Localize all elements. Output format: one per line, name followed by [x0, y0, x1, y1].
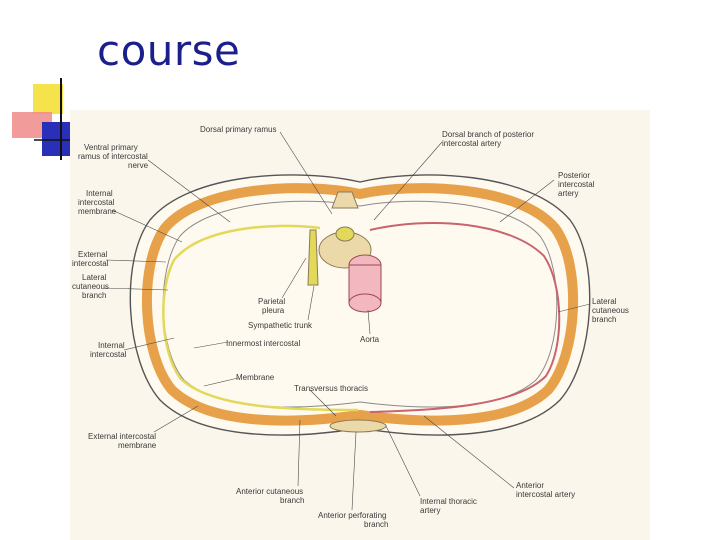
label-internal-thoracic-2: artery	[420, 506, 440, 515]
label-lateral-cut-right-3: branch	[592, 315, 616, 324]
leader-lateral-cut-right	[557, 303, 591, 313]
label-posterior-artery-1: Posterior	[558, 171, 590, 180]
label-anterior-perforating-1: Anterior perforating	[318, 511, 386, 520]
leader-membrane	[203, 377, 239, 387]
spinous-process	[331, 191, 359, 209]
slide-title: course	[97, 26, 241, 75]
thorax-diagram: Dorsal primary ramus Ventral primary ram…	[72, 125, 629, 529]
label-sympathetic-trunk: Sympathetic trunk	[248, 321, 313, 330]
label-ventral-ramus-2: ramus of intercostal	[78, 152, 148, 161]
label-ext-int-membrane-2: membrane	[118, 441, 157, 450]
leader-aorta	[367, 309, 371, 335]
spinal-cord	[335, 226, 355, 242]
leader-lateral-cut-left	[103, 287, 169, 291]
leader-int-int-membrane	[111, 209, 183, 243]
intercostal-muscle-band	[141, 183, 579, 426]
label-aorta: Aorta	[360, 335, 380, 344]
label-anterior-intercostal-1: Anterior	[516, 481, 544, 490]
label-dorsal-primary-ramus: Dorsal primary ramus	[200, 125, 276, 134]
posterior-intercostal-artery-path	[369, 222, 561, 413]
label-lateral-cut-left-2: cutaneous	[72, 282, 109, 291]
label-lateral-cut-right-2: cutaneous	[592, 306, 629, 315]
label-int-membrane-3: membrane	[78, 207, 117, 216]
yellow-square	[33, 84, 63, 114]
label-parietal-pleura-1: Parietal	[258, 297, 285, 306]
leader-internal-intercostal	[123, 337, 175, 351]
sympathetic-trunk-shape	[307, 229, 319, 286]
label-dorsal-branch-1: Dorsal branch of posterior	[442, 130, 534, 139]
decorative-squares	[12, 78, 72, 160]
label-internal-thoracic-1: Internal thoracic	[420, 497, 477, 506]
intercostal-nerve	[162, 224, 359, 412]
leader-external-intercostal	[105, 259, 167, 263]
label-posterior-artery-3: artery	[558, 189, 578, 198]
leader-sympathetic-trunk	[307, 285, 315, 321]
leader-anterior-perforating	[351, 431, 357, 511]
leader-transversus	[309, 389, 337, 417]
label-posterior-artery-2: intercostal	[558, 180, 595, 189]
leader-parietal-pleura	[281, 257, 307, 299]
label-anterior-cutaneous-1: Anterior cutaneous	[236, 487, 303, 496]
label-internal-intercostal-2: intercostal	[90, 350, 127, 359]
blue-square	[42, 122, 70, 156]
label-ventral-ramus-1: Ventral primary	[84, 143, 138, 152]
leader-anterior-intercostal	[423, 415, 515, 489]
label-int-membrane-1: Internal	[86, 189, 113, 198]
label-membrane: Membrane	[236, 373, 275, 382]
label-innermost-intercostal: Innermost intercostal	[226, 339, 300, 348]
inner-pleura-line	[162, 200, 558, 408]
thorax-cross-section-figure: Dorsal primary ramus Ventral primary ram…	[70, 110, 650, 540]
leader-ext-int-membrane	[153, 405, 199, 433]
leader-innermost	[193, 341, 229, 349]
sternum	[329, 419, 387, 433]
label-anterior-perforating-2: branch	[364, 520, 388, 529]
label-int-membrane-2: intercostal	[78, 198, 115, 207]
leader-internal-thoracic	[385, 425, 421, 497]
aorta-bottom	[348, 293, 382, 313]
label-external-intercostal-1: External	[78, 250, 108, 259]
label-ventral-ramus-3: nerve	[128, 161, 149, 170]
label-anterior-intercostal-2: intercostal artery	[516, 490, 575, 499]
leader-dorsal-ramus	[279, 131, 333, 215]
label-lateral-cut-left-3: branch	[82, 291, 106, 300]
leader-anterior-cutaneous	[297, 419, 301, 487]
label-external-intercostal-2: intercostal	[72, 259, 109, 268]
label-anterior-cutaneous-2: branch	[280, 496, 304, 505]
label-ext-int-membrane-1: External intercostal	[88, 432, 156, 441]
label-parietal-pleura-2: pleura	[262, 306, 285, 315]
leader-posterior-artery	[499, 179, 555, 223]
leader-ventral-ramus	[147, 159, 231, 223]
label-dorsal-branch-2: intercostal artery	[442, 139, 501, 148]
label-internal-intercostal-1: Internal	[98, 341, 125, 350]
label-lateral-cut-left-1: Lateral	[82, 273, 107, 282]
label-transversus-thoracis: Transversus thoracis	[294, 384, 368, 393]
label-lateral-cut-right-1: Lateral	[592, 297, 617, 306]
leader-dorsal-branch	[373, 141, 443, 221]
